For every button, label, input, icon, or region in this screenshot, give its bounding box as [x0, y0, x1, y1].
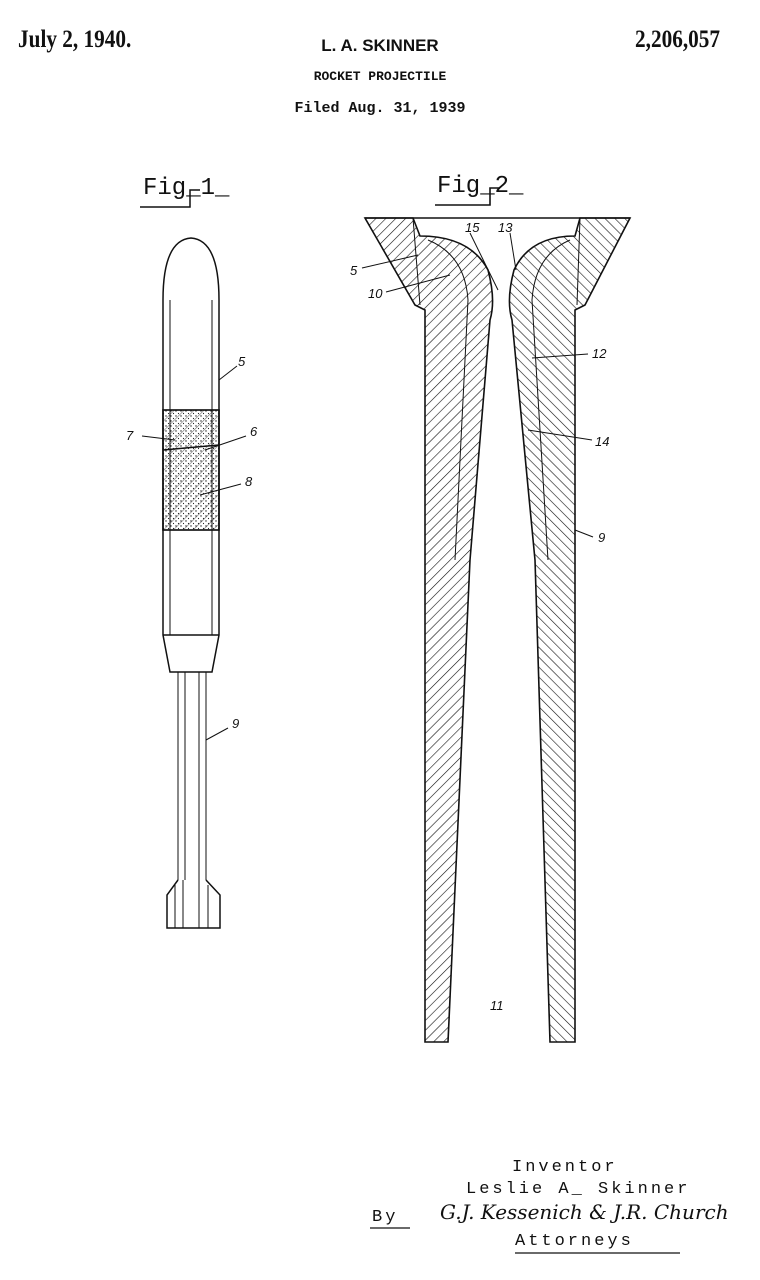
ref-5: 5 — [350, 263, 358, 278]
filed-date: Filed Aug. 31, 1939 — [294, 100, 466, 117]
ref-8: 8 — [245, 474, 253, 489]
by-label: By — [372, 1208, 399, 1227]
fig1-label: Fig_1_ — [143, 175, 230, 202]
ref-12: 12 — [592, 346, 607, 361]
ref-10: 10 — [368, 286, 383, 301]
patent-date: July 2, 1940. — [18, 26, 132, 53]
inventor-name: Leslie A_ Skinner — [466, 1180, 691, 1199]
attorneys-signature: G.J. Kessenich & J.R. Church — [440, 1200, 729, 1224]
ref-11: 11 — [490, 998, 504, 1013]
ref-7: 7 — [126, 428, 134, 443]
ref-13: 13 — [498, 220, 513, 235]
inventor-header: L. A. SKINNER — [321, 36, 439, 55]
patent-title: ROCKET PROJECTILE — [313, 69, 447, 84]
attorneys-label: Attorneys — [515, 1232, 634, 1251]
ref-9: 9 — [598, 530, 605, 545]
ref-14: 14 — [595, 434, 609, 449]
ref-5: 5 — [238, 354, 246, 369]
ref-6: 6 — [250, 424, 258, 439]
fig2-label: Fig_2_ — [437, 173, 524, 200]
patent-number: 2,206,057 — [635, 26, 720, 53]
ref-15: 15 — [465, 220, 480, 235]
figure-1-rocket: Fig_1_ 5 7 6 8 — [126, 175, 258, 929]
ref-9: 9 — [232, 716, 239, 731]
inventor-label: Inventor — [512, 1158, 618, 1177]
figure-2-nozzle-section: Fig_2_ 15 13 5 10 — [350, 173, 632, 1043]
